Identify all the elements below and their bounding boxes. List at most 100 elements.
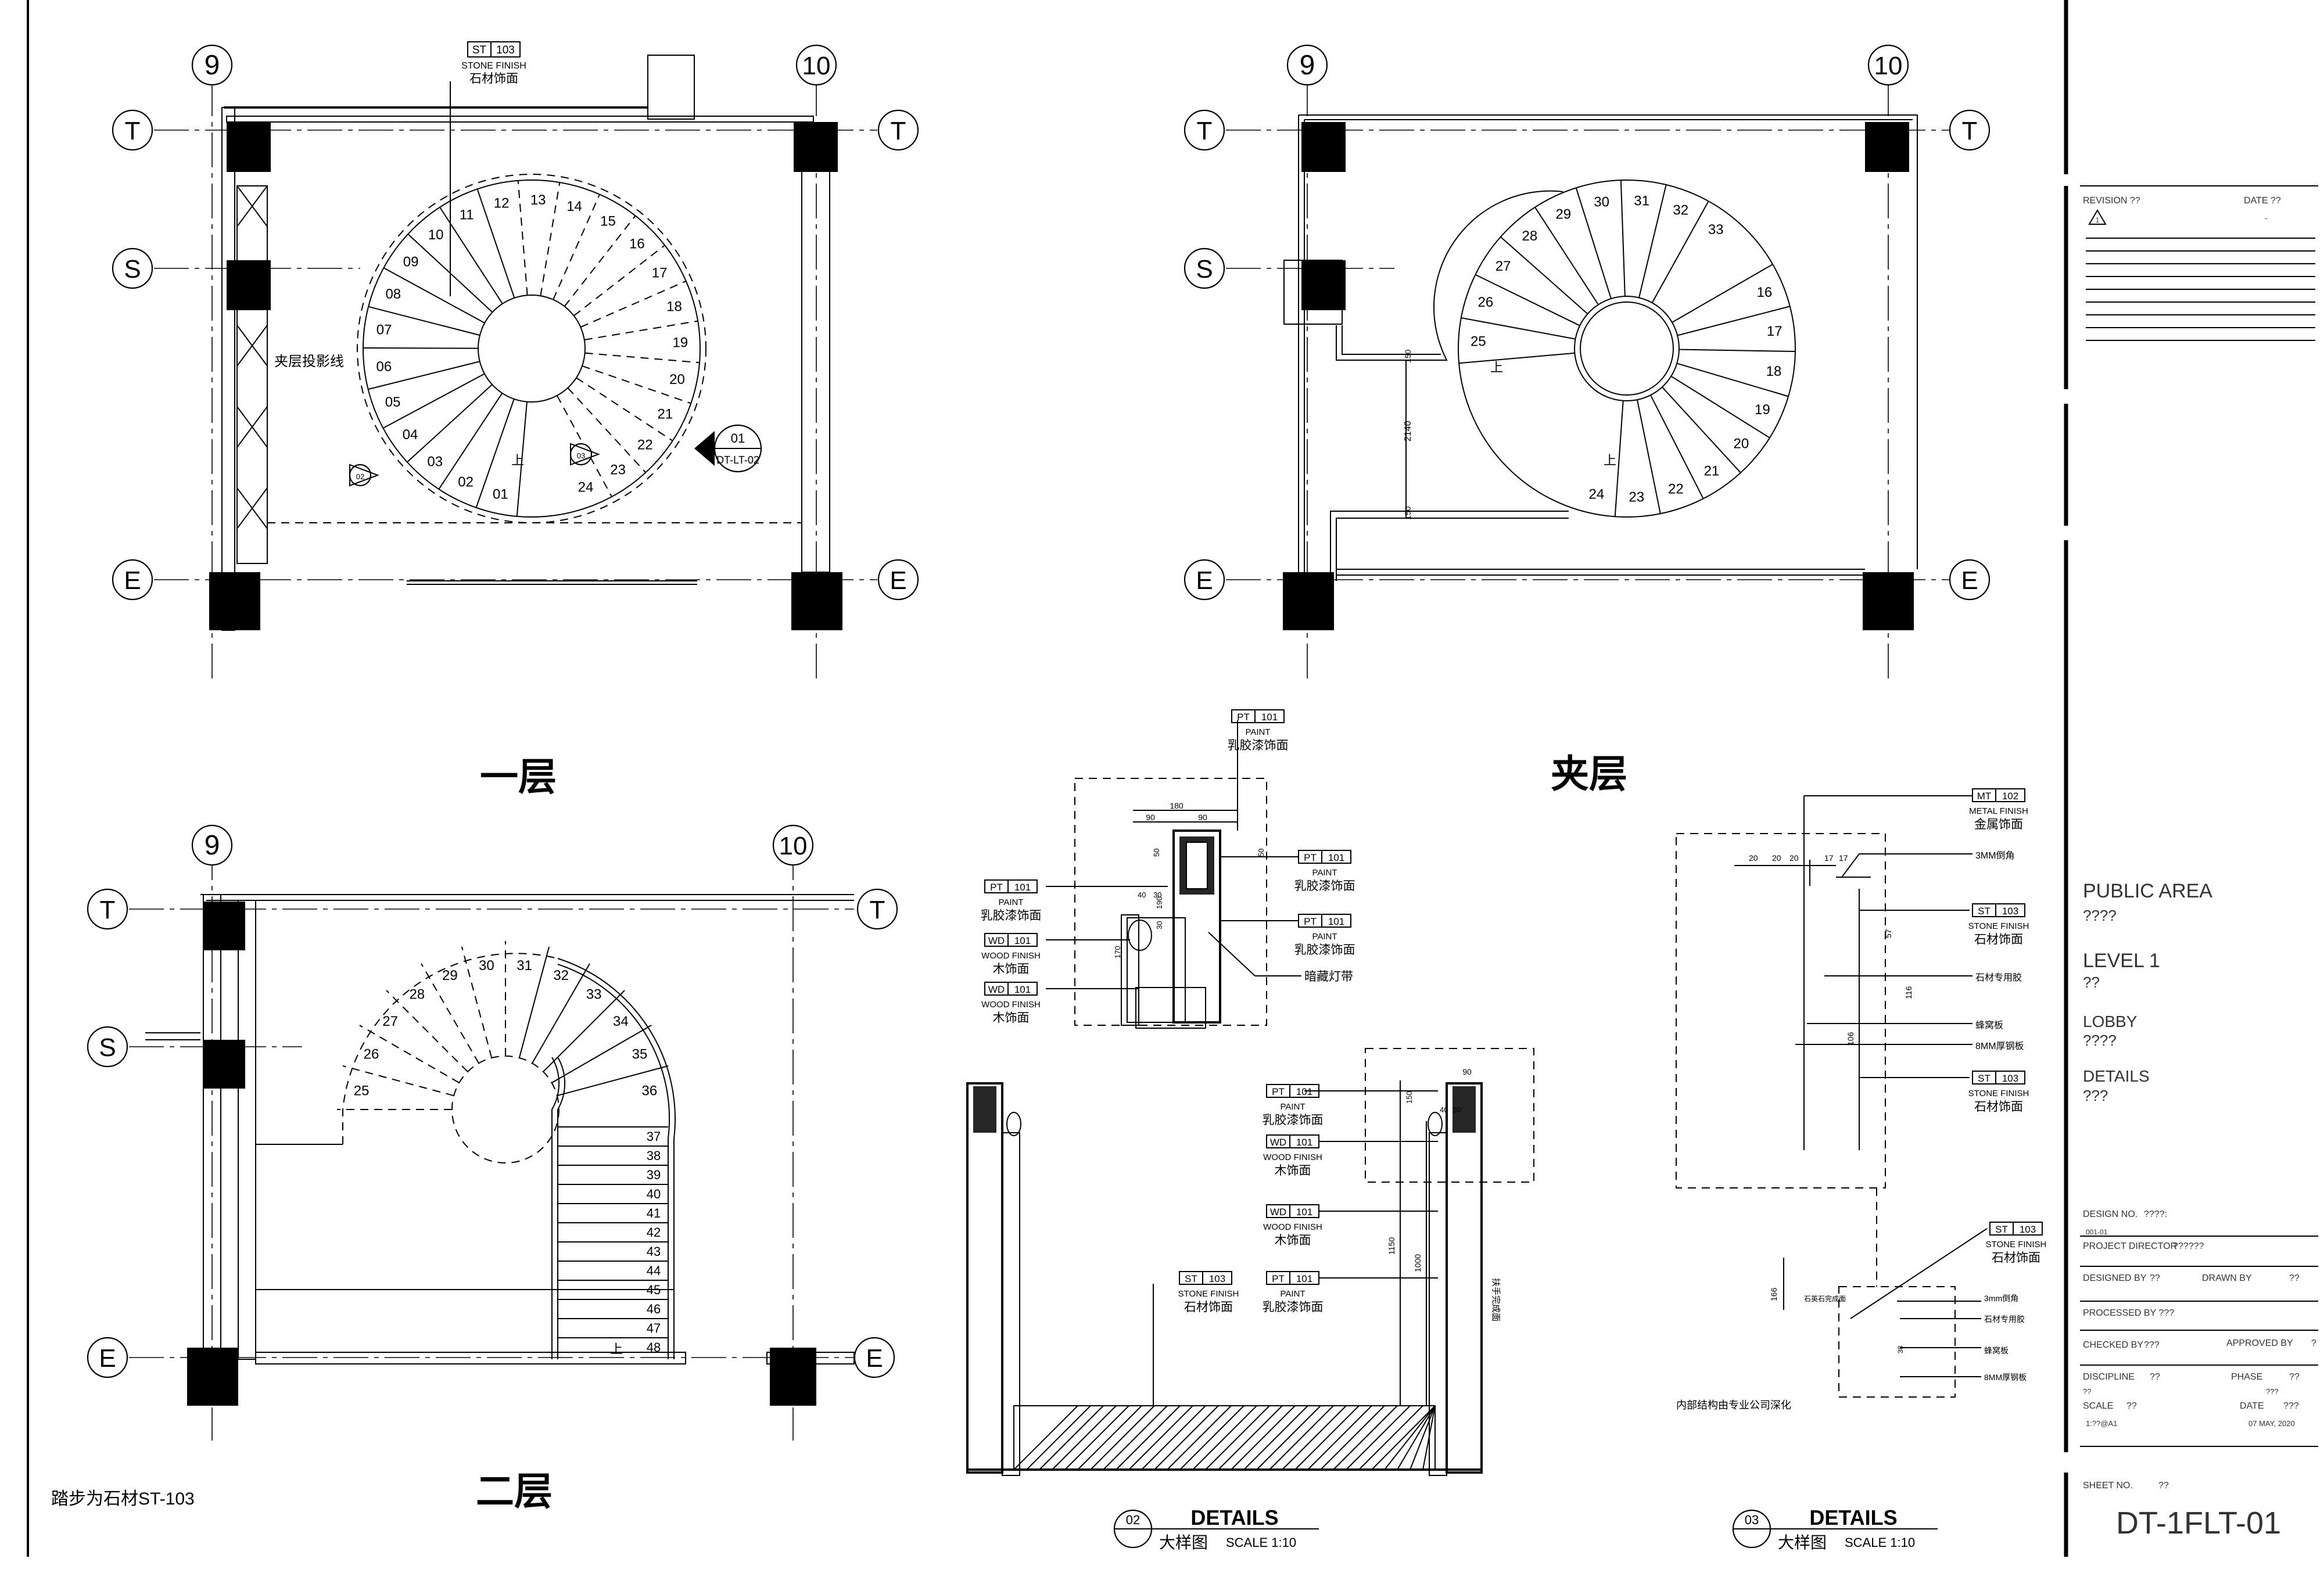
stone-tag-num: 103 [496, 44, 515, 56]
l2-step-number: 30 [479, 958, 494, 974]
svg-text:乳胶漆饰面: 乳胶漆饰面 [1263, 1114, 1324, 1127]
stone-tag-en: STONE FINISH [461, 61, 526, 71]
mz-upper-step-number: 28 [1522, 228, 1538, 244]
l2-step-number: 36 [642, 1083, 658, 1098]
small-notes: 3mm倒角 石材专用胶 蜂窝板 8MM厚钢板 [1897, 1294, 2027, 1382]
grid-label-s-mz: S [1196, 255, 1213, 283]
svg-text:101: 101 [1296, 1086, 1312, 1097]
l1-tread [567, 387, 647, 473]
svg-text:PHASE: PHASE [2231, 1372, 2262, 1382]
l2-step-number: 41 [647, 1206, 661, 1220]
l2-step-number: 48 [647, 1340, 661, 1355]
svg-text:03: 03 [1745, 1513, 1759, 1527]
l1-step-number: 11 [460, 207, 474, 223]
mezzanine-stair-treads [1459, 180, 1795, 517]
l1-tread [407, 384, 493, 463]
detail-03-subtitle: 大样图 [1778, 1534, 1827, 1552]
l1-tread [576, 377, 673, 441]
svg-text:WOOD FINISH: WOOD FINISH [1263, 1222, 1322, 1232]
svg-text:90: 90 [1146, 813, 1155, 822]
l2-step-number: 26 [364, 1046, 379, 1062]
mz-upper-step-number: 32 [1673, 202, 1688, 218]
l1-tread [363, 347, 479, 349]
sheet-type: DETAILS [2083, 1067, 2150, 1085]
revision-label: REVISION ?? [2083, 196, 2140, 206]
grid-label-e: E [124, 566, 141, 595]
svg-text:3MM倒角: 3MM倒角 [1975, 850, 2015, 861]
mz-lower-tread [1679, 349, 1795, 353]
grid-bubble-t-right [877, 109, 919, 151]
l2-step-number: 45 [647, 1283, 661, 1297]
l1-tread [368, 361, 480, 390]
l2-curved-tread [532, 963, 590, 1064]
svg-text:乳胶漆饰面: 乳胶漆饰面 [1294, 943, 1355, 957]
svg-text:PROJECT DIRECTOR: PROJECT DIRECTOR [2083, 1241, 2177, 1251]
svg-text:PT: PT [1272, 1086, 1285, 1097]
l2-step-number: 44 [647, 1263, 661, 1278]
level1-stair-treads [363, 180, 700, 516]
column-9-t [227, 122, 271, 172]
svg-text:PT: PT [1304, 916, 1317, 927]
svg-text:PT: PT [990, 882, 1003, 893]
svg-text:-: - [2265, 213, 2268, 222]
level2-stair-treads [337, 941, 669, 1338]
l1-tread [573, 245, 665, 317]
l2-up-mark: 上 [610, 1342, 623, 1356]
wall-left [221, 107, 235, 631]
mz-upper-tread [1500, 236, 1588, 315]
svg-text:150: 150 [1405, 1091, 1414, 1104]
l1-step-number: 14 [566, 199, 582, 214]
svg-text:8MM厚钢板: 8MM厚钢板 [1984, 1373, 2027, 1382]
section-mark-ref: DT-LT-02 [716, 454, 759, 466]
tag-pt-top: PT 101 PAINT 乳胶漆饰面 [1228, 709, 1289, 831]
mz-lower-tread [1677, 306, 1791, 336]
stair-outer [363, 179, 701, 518]
wall-right [801, 165, 830, 573]
l1-step-number: 23 [610, 462, 626, 477]
svg-text:????: ???? [2083, 1032, 2117, 1049]
svg-text:WOOD FINISH: WOOD FINISH [981, 951, 1041, 961]
svg-text:WD: WD [988, 935, 1005, 946]
tag-pt-left: PT 101 PAINT 乳胶漆饰面 [981, 879, 1168, 922]
l2-step-number: 40 [647, 1187, 661, 1201]
grid-label-10-mz: 10 [1874, 52, 1903, 80]
grid-bubble-e-right [877, 559, 919, 601]
mz-upper-tread [1638, 184, 1667, 298]
svg-text:蜂窝板: 蜂窝板 [1975, 1020, 2003, 1030]
svg-text:MT: MT [1977, 791, 1992, 802]
mz-upper-step-number: 25 [1471, 334, 1486, 350]
l2-step-number: 47 [647, 1321, 661, 1335]
grid-label-e-right: E [890, 566, 906, 595]
l2-step-number: 27 [382, 1014, 398, 1029]
svg-text:乳胶漆饰面: 乳胶漆饰面 [1228, 739, 1289, 752]
svg-text:50: 50 [1152, 849, 1161, 857]
svg-text:???: ??? [2283, 1401, 2299, 1411]
grid-label-t-right: T [891, 117, 906, 145]
grid-label-e-l2-right: E [866, 1344, 883, 1373]
svg-text:STONE FINISH: STONE FINISH [1178, 1289, 1239, 1299]
svg-text:??: ?? [2126, 1401, 2137, 1411]
detail-02: PT 101 PAINT 乳胶漆饰面 PT 101 PAINT 乳胶漆饰面 PT… [966, 709, 1534, 1552]
revision-triangle-icon [2088, 209, 2107, 225]
svg-text:乳胶漆饰面: 乳胶漆饰面 [981, 909, 1042, 922]
svg-text:PT: PT [1272, 1273, 1285, 1284]
svg-text:???: ??? [2144, 1340, 2160, 1350]
svg-text:WD: WD [1270, 1137, 1286, 1148]
l2-curved-tread [461, 946, 493, 1058]
mz-stair-core [1574, 296, 1680, 401]
project-name: PUBLIC AREA [2083, 880, 2212, 902]
l1-tread [553, 194, 600, 300]
mz-lower-tread [1636, 399, 1661, 514]
svg-text:3mm倒角: 3mm倒角 [1984, 1294, 2018, 1303]
svg-text:166: 166 [1769, 1287, 1778, 1301]
tread-material-note: 踏步为石材ST-103 [51, 1489, 195, 1509]
grid-label-t-mz: T [1197, 117, 1213, 145]
l1-step-number: 10 [428, 227, 444, 243]
mz-lower-step-number: 20 [1733, 436, 1749, 452]
mz-dim-150a: 150 [1403, 349, 1412, 363]
svg-text:暗藏灯带: 暗藏灯带 [1304, 970, 1353, 983]
l1-step-number: 08 [385, 286, 401, 302]
column-9-s [227, 260, 271, 310]
mz-upper-step-number: 29 [1555, 206, 1571, 222]
svg-text:WOOD FINISH: WOOD FINISH [1263, 1152, 1322, 1162]
